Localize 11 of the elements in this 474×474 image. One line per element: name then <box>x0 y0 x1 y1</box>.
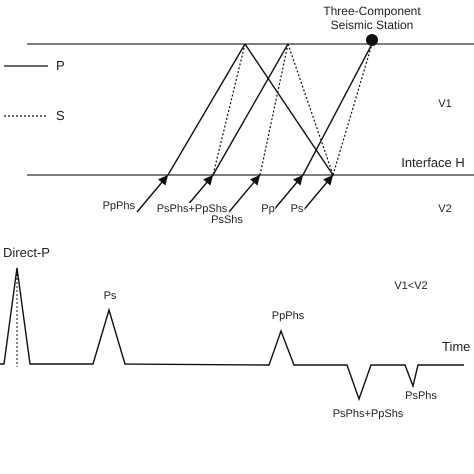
interface-label: Interface H <box>400 156 466 169</box>
phase-label: Pp <box>260 203 276 216</box>
legend-label: S <box>56 108 65 123</box>
arrival-label: PsPhs+PpShs <box>332 408 404 421</box>
legend-label: P <box>56 58 65 73</box>
arrival-label: PpPhs <box>270 310 306 323</box>
arrival-label: Direct-P <box>2 246 51 259</box>
station-label: Three-Component Seismic Station <box>322 4 422 32</box>
phase-label: PsPhs+PpShs <box>156 203 228 216</box>
axis-label: Time <box>441 340 472 353</box>
phase-label: PpPhs <box>102 200 136 213</box>
